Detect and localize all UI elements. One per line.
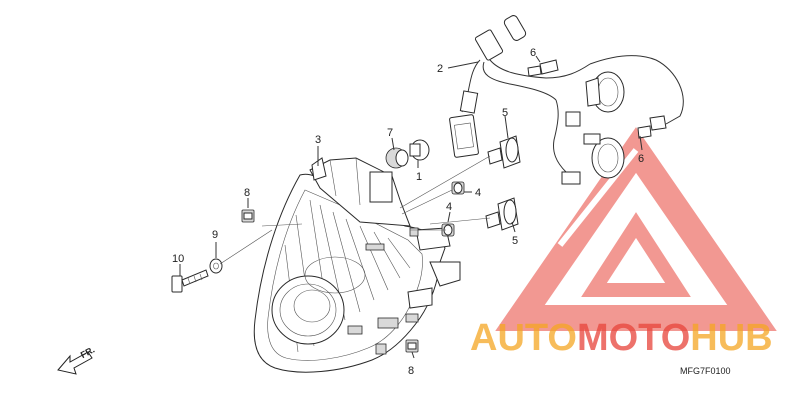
clip-4-lower (441, 223, 455, 237)
callout-6-lower: 6 (638, 153, 644, 165)
clip-nut-8-upper (241, 209, 255, 223)
leader-lines (179, 55, 643, 359)
callout-6-upper: 6 (530, 47, 536, 59)
callout-1: 1 (416, 171, 422, 183)
callout-10: 10 (172, 253, 184, 265)
callout-9: 9 (212, 229, 218, 241)
washer-9 (209, 258, 223, 274)
front-label: FR. (79, 344, 96, 360)
watermark-part-moto: MOTO (577, 317, 690, 359)
screw-10 (171, 269, 209, 293)
watermark-logo (495, 127, 777, 331)
callout-4-lower: 4 (446, 201, 452, 213)
callout-8-upper: 8 (244, 187, 250, 199)
grommet-7 (385, 147, 409, 169)
headlight-assembly (253, 157, 461, 373)
front-direction-indicator: FR. (57, 344, 96, 375)
watermark-part-auto: AUTO (470, 317, 577, 359)
callout-8-lower: 8 (408, 365, 414, 377)
grommet-1 (409, 139, 430, 161)
callout-5-upper: 5 (502, 107, 508, 119)
callout-2: 2 (437, 63, 443, 75)
callout-4-upper: 4 (475, 187, 481, 199)
clip-nut-8-lower (405, 339, 419, 353)
callout-3: 3 (315, 134, 321, 146)
wire-harness (449, 15, 684, 185)
watermark-part-hub: HUB (690, 317, 772, 359)
bulb-5-upper (487, 135, 521, 169)
watermark-text: AUTOMOTOHUB (470, 317, 773, 359)
clip-4-upper (451, 181, 465, 195)
diagram-code: MFG7F0100 (680, 366, 731, 376)
front-arrow-icon (57, 351, 93, 375)
svg-text:AUTOMOTOHUB: AUTOMOTOHUB (470, 317, 773, 359)
callout-7: 7 (387, 127, 393, 139)
callout-5-lower: 5 (512, 235, 518, 247)
bulb-5-lower (485, 197, 519, 231)
